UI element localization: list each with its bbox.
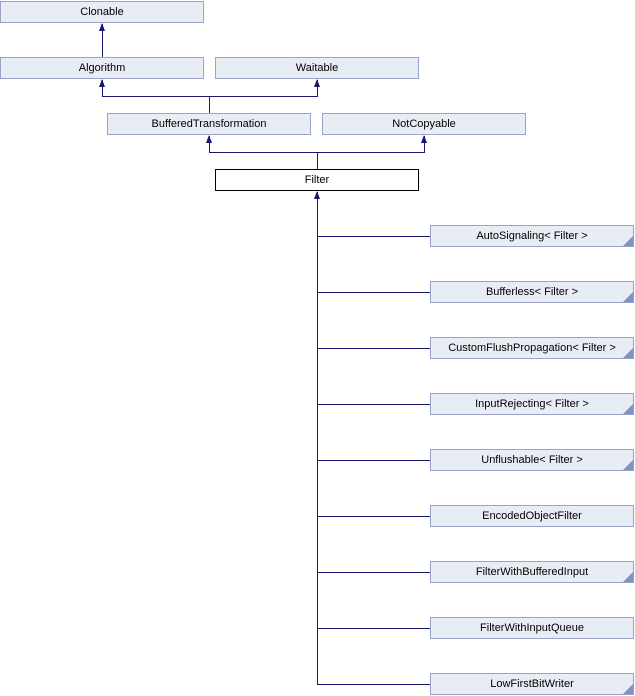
class-node-label: NotCopyable [392,118,456,130]
class-node-label: Unflushable< Filter > [481,454,583,466]
truncated-graph-corner-icon [623,292,633,302]
truncated-graph-corner-icon [623,572,633,582]
inheritance-edge-line [317,572,430,573]
truncated-graph-corner-icon [623,348,633,358]
inheritance-arrowhead-icon [314,191,320,199]
class-node-encodedobjectfilter[interactable]: EncodedObjectFilter [430,505,634,527]
class-node-label: AutoSignaling< Filter > [476,230,588,242]
inheritance-edge-line [102,96,317,97]
inheritance-arrowhead-icon [99,23,105,31]
class-node-label: EncodedObjectFilter [482,510,582,522]
inheritance-edge-line [317,192,318,684]
truncated-graph-corner-icon [623,460,633,470]
class-node-label: LowFirstBitWriter [490,678,574,690]
inheritance-arrowhead-icon [206,135,212,143]
inheritance-arrowhead-icon [99,79,105,87]
class-node-waitable[interactable]: Waitable [215,57,419,79]
inheritance-edge-line [317,236,430,237]
inheritance-edge-line [317,404,430,405]
class-node-label: Waitable [295,62,339,74]
inheritance-edge-line [102,80,103,97]
inheritance-edge-line [317,348,430,349]
inheritance-edge-line [317,684,430,685]
inheritance-edge-line [317,460,430,461]
inheritance-edge-line [317,152,318,169]
class-node-filterwithinputqueue[interactable]: FilterWithInputQueue [430,617,634,639]
truncated-graph-corner-icon [623,236,633,246]
class-node-label: FilterWithBufferedInput [475,566,589,578]
class-node-label: Algorithm [78,62,126,74]
class-node-bufferedtransformation[interactable]: BufferedTransformation [107,113,311,135]
class-node-filter: Filter [215,169,419,191]
inheritance-edge-line [209,96,210,113]
class-node-customflushpropagation[interactable]: CustomFlushPropagation< Filter > [430,337,634,359]
inheritance-edge-line [317,80,318,97]
class-node-clonable[interactable]: Clonable [0,1,204,23]
class-node-algorithm[interactable]: Algorithm [0,57,204,79]
class-node-inputrejecting[interactable]: InputRejecting< Filter > [430,393,634,415]
inheritance-edge-line [209,136,210,153]
class-node-label: Clonable [80,6,124,18]
class-node-label: Bufferless< Filter > [485,286,579,298]
class-node-filterwithbufferedinput[interactable]: FilterWithBufferedInput [430,561,634,583]
class-node-notcopyable[interactable]: NotCopyable [322,113,526,135]
class-node-unflushable[interactable]: Unflushable< Filter > [430,449,634,471]
class-node-bufferless[interactable]: Bufferless< Filter > [430,281,634,303]
inheritance-edge-line [424,136,425,153]
inheritance-arrowhead-icon [314,79,320,87]
class-node-label: InputRejecting< Filter > [475,398,589,410]
truncated-graph-corner-icon [623,404,633,414]
inheritance-edge-line [317,628,430,629]
class-node-label: Filter [304,174,330,186]
class-node-lowfirstbitwriter[interactable]: LowFirstBitWriter [430,673,634,695]
truncated-graph-corner-icon [623,684,633,694]
class-node-label: BufferedTransformation [151,118,267,130]
inheritance-edge-line [317,516,430,517]
class-node-autosignaling[interactable]: AutoSignaling< Filter > [430,225,634,247]
inheritance-edge-line [317,292,430,293]
class-node-label: FilterWithInputQueue [480,622,584,634]
inheritance-arrowhead-icon [421,135,427,143]
class-node-label: CustomFlushPropagation< Filter > [448,342,616,354]
inheritance-edge-line [209,152,424,153]
inheritance-edge-line [102,24,103,57]
